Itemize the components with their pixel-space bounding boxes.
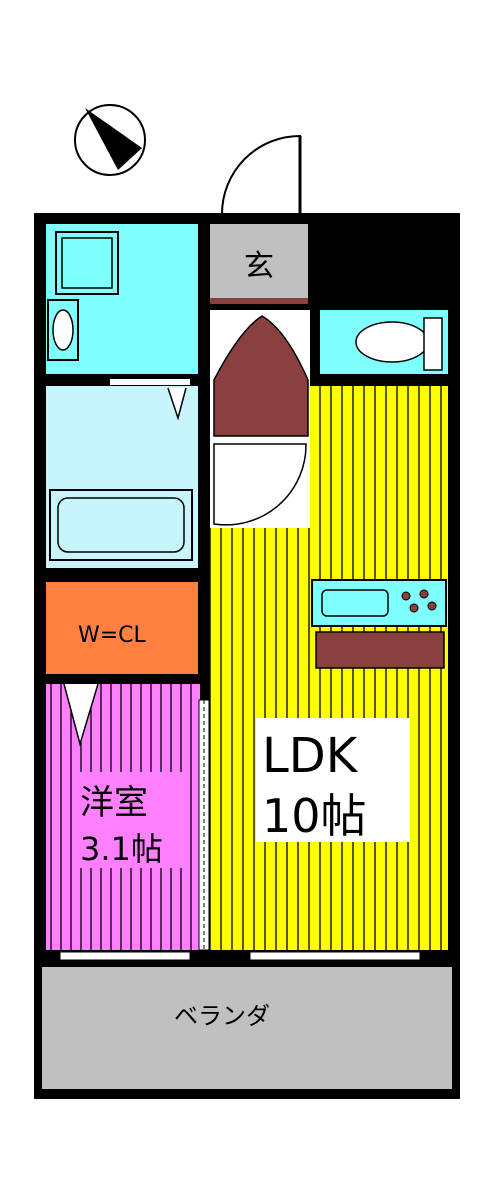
entrance-door-icon xyxy=(221,134,302,215)
western-label-bg xyxy=(72,772,182,868)
washbasin-icon xyxy=(47,299,79,361)
genkan-step xyxy=(210,298,308,304)
window-ldk xyxy=(249,951,421,961)
toilet-icon xyxy=(355,317,443,371)
kitchen-cabinet xyxy=(315,631,445,669)
genkan-label: 玄 xyxy=(244,249,274,284)
western-label-line1: 洋室 xyxy=(80,783,148,823)
wcl-label: W=CL xyxy=(78,623,147,648)
genkan xyxy=(210,224,308,300)
ldk-label-bg xyxy=(256,718,410,842)
window-western xyxy=(59,951,191,961)
washing-machine-icon xyxy=(55,231,119,295)
veranda-label: ベランダ xyxy=(174,1002,270,1030)
western-label-line2: 3.1帖 xyxy=(80,830,163,868)
shaft xyxy=(320,224,448,302)
wcl-room xyxy=(46,582,198,674)
bath-door-icon xyxy=(167,387,187,421)
bathtub-icon xyxy=(49,489,193,561)
ldk-label-line1: LDK xyxy=(262,728,359,784)
ldk-label-line2: 10帖 xyxy=(262,789,367,843)
kitchen-counter xyxy=(311,579,447,627)
hallway-door-icon xyxy=(213,315,309,437)
ldk-door-icon xyxy=(213,443,307,526)
closet-door-icon xyxy=(63,683,99,747)
veranda-floor xyxy=(42,967,452,1089)
compass-icon xyxy=(74,104,146,176)
